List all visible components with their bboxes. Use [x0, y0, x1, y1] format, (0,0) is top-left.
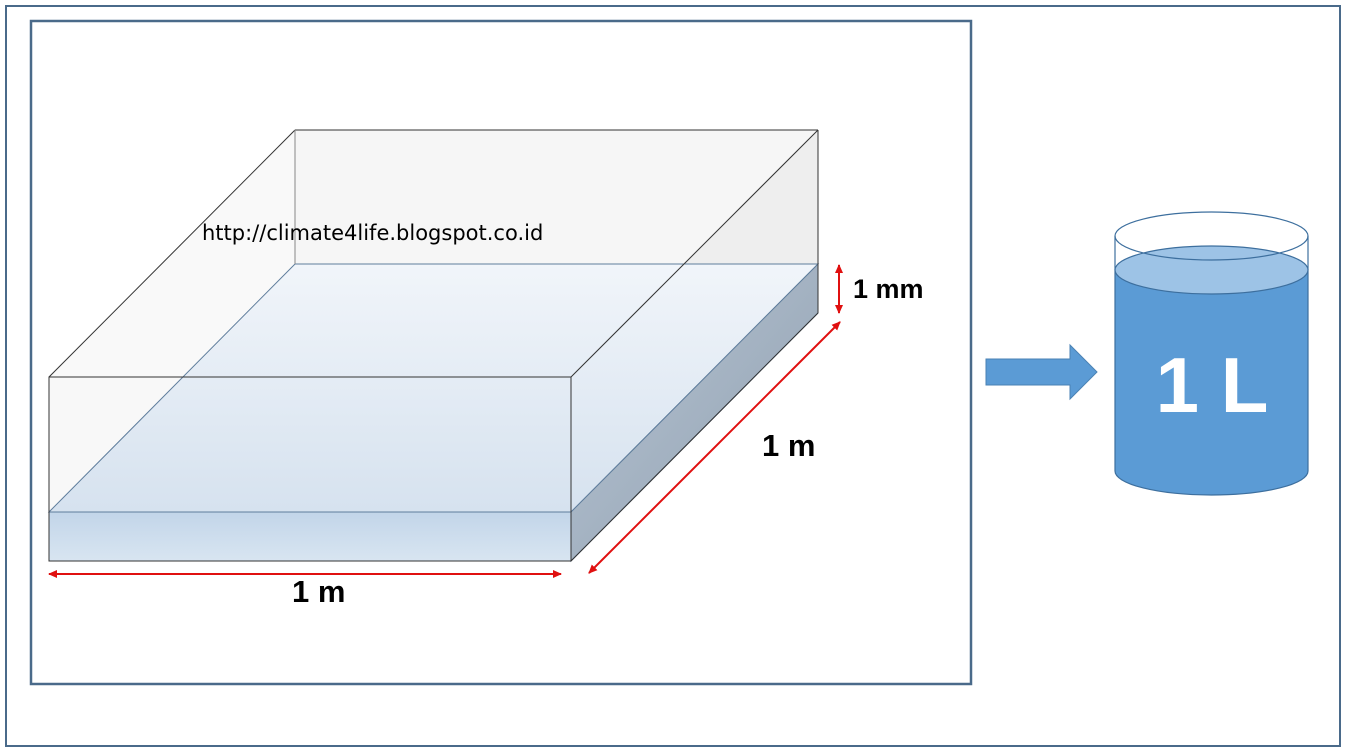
- container-back-face: [295, 130, 818, 264]
- cylinder-icon: [1114, 211, 1309, 496]
- watermark-url: http://climate4life.blogspot.co.id: [202, 221, 543, 245]
- volume-label: 1 L: [1156, 341, 1269, 429]
- cylinder-rim: [1114, 211, 1309, 261]
- depth-label: 1 m: [762, 428, 815, 463]
- cylinder-liquid-surface: [1114, 245, 1309, 295]
- right-arrow-icon: [985, 343, 1098, 401]
- outer-frame: [5, 5, 1341, 747]
- depth-measure-arrow: [588, 321, 841, 574]
- width-label: 1 m: [292, 574, 345, 609]
- cylinder-liquid-body: [1114, 269, 1309, 496]
- height-label: 1 mm: [853, 274, 924, 304]
- water-front-face: [48, 511, 572, 562]
